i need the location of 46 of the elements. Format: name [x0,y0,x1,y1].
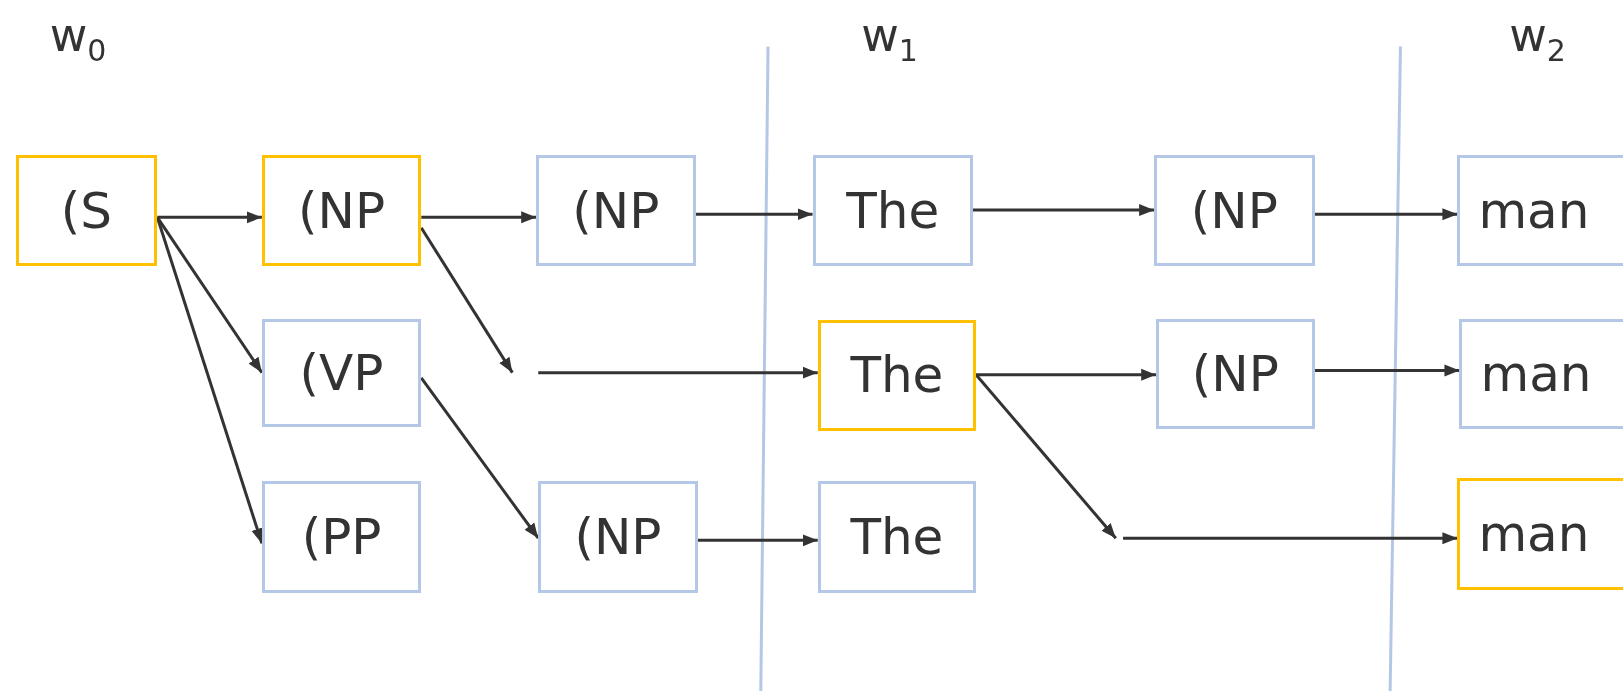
parse-state-box [261,155,422,266]
arrow [976,368,1157,381]
parse-state-box [261,318,422,428]
arrow [420,226,514,374]
arrow [421,211,537,224]
parse-state-box [15,155,158,266]
parse-state-box [261,481,422,594]
arrow [974,373,1117,540]
state-label: (NP [574,508,662,567]
word-position-label: w$_{2}$ [1509,8,1566,69]
state-label: The [846,181,940,240]
parse-state-box [1154,155,1315,266]
state-label: (PP [301,508,382,567]
arrow [1314,364,1460,377]
parse-state-box [538,481,698,594]
parse-state-box [536,155,696,266]
word-position-label: w$_{0}$ [49,8,107,69]
state-label: (VP [299,344,384,403]
parse-state-box [1156,318,1315,429]
arrow [420,376,540,540]
arrow [1123,532,1458,545]
parse-state-box [812,155,973,266]
arrow [538,366,818,379]
parse-state-box [817,481,977,594]
parse-state-box [1459,318,1623,429]
arrow [155,216,264,544]
state-label: (NP [298,181,386,240]
arrow [157,211,262,224]
arrow [156,216,264,374]
parse-state-box [1457,155,1623,266]
state-label: (NP [1191,344,1279,403]
parse-state-box [817,319,977,431]
arrow [697,534,818,547]
state-label: man [1478,505,1590,564]
state-label: man [1478,181,1590,240]
parse-state-box [1457,478,1623,590]
state-label: The [850,508,944,567]
word-position-label: w$_{1}$ [861,8,918,69]
arrow [1314,208,1458,221]
state-label: (NP [1190,181,1278,240]
state-label: (NP [572,181,660,240]
state-label: The [850,346,944,405]
arrow [972,204,1155,217]
state-label: man [1480,344,1592,403]
arrow [695,208,813,221]
state-label: (S [60,181,113,240]
